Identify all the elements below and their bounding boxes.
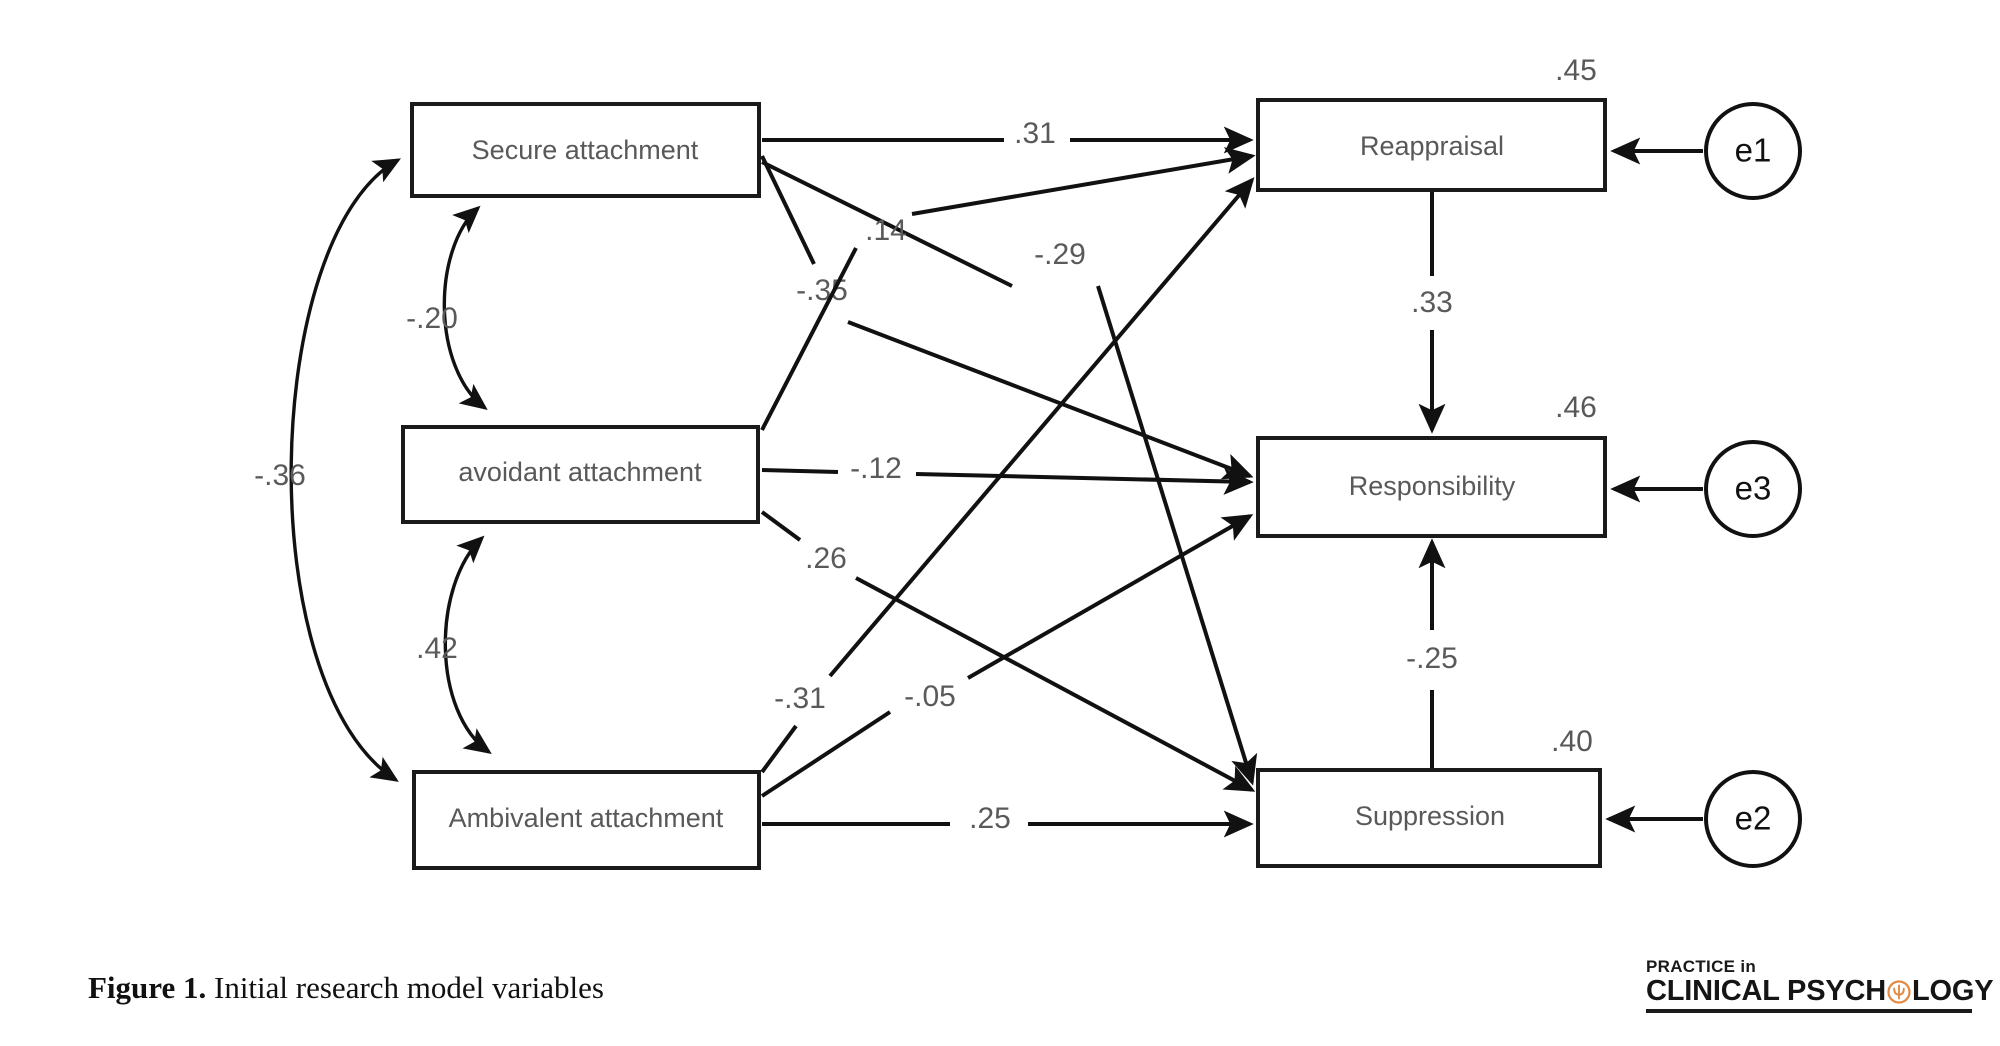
avoidant-attachment-box[interactable] — [401, 425, 760, 524]
secure-suppression-line — [1096, 285, 1258, 786]
logo-underline — [1646, 1009, 1972, 1014]
path-secure-to-reappraisal[interactable]: .31 — [762, 117, 1254, 154]
reappraisal-responsibility-label: .33 — [1411, 286, 1453, 319]
logo-line-clinical-psychology: CLINICAL PSYCH LOGY — [1646, 974, 1994, 1007]
responsibility-r2-label: .46 — [1555, 391, 1597, 424]
ambivalent-suppression-label: .25 — [969, 802, 1011, 835]
suppression-label: Suppression — [1355, 801, 1505, 831]
reappraisal-r2-label: .45 — [1555, 54, 1597, 87]
cov-secure-avoidant-label: -.20 — [406, 302, 458, 335]
secure-responsibility-line — [847, 320, 1254, 480]
avoidant-responsibility-line — [915, 467, 1254, 495]
e2-label: e2 — [1735, 800, 1772, 837]
suppression-box[interactable] — [1256, 768, 1602, 868]
node-error-e1[interactable]: e1 — [1610, 102, 1802, 200]
avoidant-reappraisal-label: .14 — [865, 214, 907, 247]
node-suppression[interactable]: Suppression .40 — [1256, 725, 1602, 868]
reappraisal-box[interactable] — [1256, 98, 1607, 192]
path-ambivalent-to-reappraisal[interactable]: -.31 — [760, 177, 1255, 774]
secure-ambivalent-curve — [289, 158, 401, 782]
avoidant-attachment-label: avoidant attachment — [458, 457, 702, 487]
ambivalent-responsibility-line — [967, 514, 1254, 680]
responsibility-box[interactable] — [1256, 436, 1607, 538]
suppression-r2-label: .40 — [1551, 725, 1593, 758]
logo-text-after-mark: LOGY — [1911, 974, 1994, 1007]
path-ambivalent-to-responsibility[interactable]: -.05 — [760, 514, 1254, 798]
cov-secure-ambivalent-label: -.36 — [254, 459, 306, 492]
ambivalent-reappraisal-stub — [760, 724, 798, 774]
ambivalent-attachment-label: Ambivalent attachment — [449, 803, 724, 833]
e3-label: e3 — [1735, 470, 1772, 507]
node-ambivalent-attachment[interactable]: Ambivalent attachment — [412, 770, 761, 870]
ambivalent-responsibility-label: -.05 — [904, 680, 956, 713]
logo-line-practice-in: PRACTICE in — [1646, 957, 1757, 976]
node-responsibility[interactable]: Responsibility .46 — [1256, 391, 1607, 538]
logo-text-before-mark: CLINICAL PSYCH — [1646, 974, 1886, 1007]
avoidant-suppression-line — [855, 576, 1256, 792]
e2-circle[interactable] — [1704, 770, 1802, 868]
avoidant-suppression-label: .26 — [805, 542, 847, 575]
path-reappraisal-to-responsibility[interactable]: .33 — [1411, 192, 1453, 434]
avoidant-reappraisal-line — [911, 147, 1256, 216]
path-ambivalent-to-suppression[interactable]: .25 — [762, 802, 1254, 838]
path-secure-to-suppression[interactable]: -.29 — [761, 160, 1258, 786]
node-reappraisal[interactable]: Reappraisal .45 — [1256, 54, 1607, 192]
ambivalent-attachment-box[interactable] — [412, 770, 761, 870]
node-secure-attachment[interactable]: Secure attachment — [410, 102, 761, 198]
figure-caption-text: Initial research model variables — [206, 970, 604, 1005]
ambivalent-reappraisal-line — [828, 177, 1255, 678]
avoidant-responsibility-label: -.12 — [850, 452, 902, 485]
psi-circle-icon — [1887, 980, 1911, 1004]
avoidant-suppression-stub — [760, 510, 802, 542]
secure-avoidant-curve — [442, 205, 488, 411]
figure-caption-label: Figure 1. — [88, 970, 207, 1005]
secure-attachment-box[interactable] — [410, 102, 761, 198]
covariance-secure-avoidant[interactable]: -.20 — [406, 205, 488, 411]
e1-label: e1 — [1735, 132, 1772, 169]
path-secure-to-responsibility[interactable]: -.35 — [760, 155, 1254, 480]
node-error-e3[interactable]: e3 — [1610, 440, 1802, 538]
journal-logo: PRACTICE in CLINICAL PSYCH LOGY — [1646, 957, 1994, 1014]
secure-attachment-label: Secure attachment — [472, 135, 699, 165]
ambivalent-reappraisal-label: -.31 — [774, 682, 826, 715]
cov-avoidant-ambivalent-label: .42 — [416, 632, 458, 665]
suppression-responsibility-label: -.25 — [1406, 642, 1458, 675]
secure-responsibility-stub — [760, 155, 816, 265]
secure-suppression-stub — [761, 160, 1013, 288]
responsibility-label: Responsibility — [1349, 471, 1516, 501]
covariance-avoidant-ambivalent[interactable]: .42 — [416, 535, 492, 754]
e1-circle[interactable] — [1704, 102, 1802, 200]
secure-suppression-label: -.29 — [1034, 238, 1086, 271]
node-error-e2[interactable]: e2 — [1605, 770, 1802, 868]
path-avoidant-to-reappraisal[interactable]: .14 — [760, 147, 1256, 431]
avoidant-responsibility-stub — [761, 468, 839, 474]
ambivalent-responsibility-stub — [760, 710, 892, 798]
path-avoidant-to-responsibility[interactable]: -.12 — [761, 452, 1254, 495]
reappraisal-label: Reappraisal — [1360, 131, 1504, 161]
avoidant-ambivalent-curve — [443, 535, 492, 754]
secure-reappraisal-label: .31 — [1014, 117, 1056, 150]
e3-circle[interactable] — [1704, 440, 1802, 538]
path-avoidant-to-suppression[interactable]: .26 — [760, 510, 1256, 792]
figure-caption: Figure 1. Initial research model variabl… — [88, 970, 604, 1006]
covariance-secure-ambivalent[interactable]: -.36 — [254, 158, 401, 782]
node-avoidant-attachment[interactable]: avoidant attachment — [401, 425, 760, 524]
avoidant-reappraisal-stub — [760, 247, 858, 431]
path-suppression-to-responsibility[interactable]: -.25 — [1406, 538, 1458, 768]
